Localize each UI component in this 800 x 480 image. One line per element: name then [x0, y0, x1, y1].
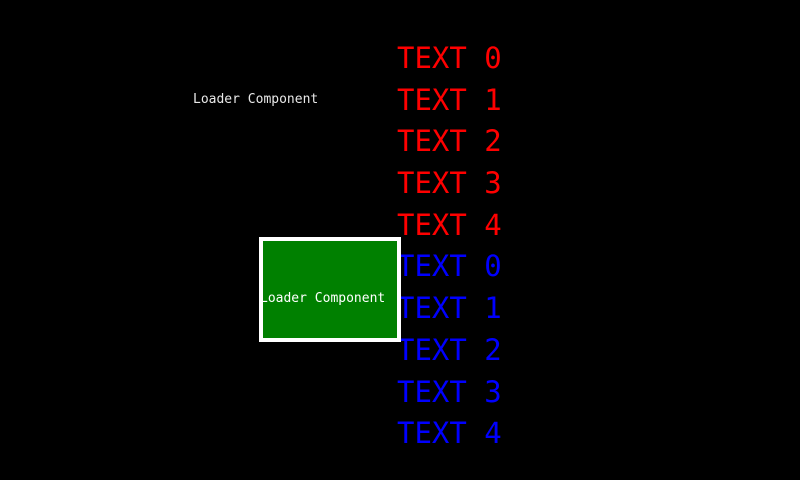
loader-component-label: Loader Component [193, 92, 319, 107]
text-list-item: TEXT 0 [397, 41, 502, 75]
text-list-item: TEXT 2 [397, 332, 502, 367]
text-list-item: TEXT 2 [397, 124, 502, 159]
text-list-item: TEXT 1 [397, 291, 502, 326]
text-list: TEXT 0 TEXT 1 TEXT 2 TEXT 3 TEXT 4 TEXT 0 TEXT… [397, 38, 577, 455]
text-list-item: TEXT 3 [397, 374, 502, 409]
text-list-item: TEXT 0 [397, 249, 502, 284]
text-list-item: TEXT 1 [397, 82, 502, 117]
loader-component-panel-label: Loader Component [260, 291, 386, 306]
loader-component-panel[interactable]: Loader Component [259, 237, 401, 342]
text-list-item: TEXT 4 [397, 207, 502, 242]
text-list-item: TEXT 4 [397, 416, 502, 451]
text-list-item: TEXT 3 [397, 166, 502, 201]
